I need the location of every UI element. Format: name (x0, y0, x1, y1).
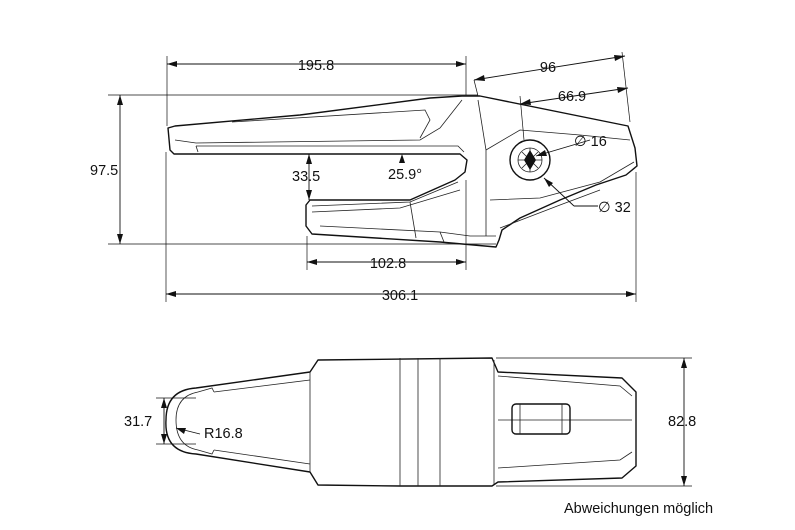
top-view (165, 357, 637, 487)
dim-nose-width-label: 31.7 (124, 414, 152, 430)
dim-top-length: 195.8 (166, 56, 467, 126)
deviation-note: Abweichungen möglich (564, 501, 713, 517)
dim-opening-angle: 25.9° (388, 154, 422, 183)
adapter-edge-4 (499, 189, 601, 229)
top-view-outline (165, 357, 637, 487)
dim-angled-inner: 66.9 (519, 87, 629, 141)
nose-slot-top (197, 387, 215, 393)
dim-nose-width: 31.7 (124, 397, 196, 445)
dim-overall-length: 306.1 (165, 152, 637, 304)
adapter-edge-1 (477, 99, 487, 236)
dim-nose-radius-label: R16.8 (204, 426, 243, 442)
dim-overall-height: 97.5 (90, 94, 496, 245)
dim-overall-length-label: 306.1 (382, 288, 418, 304)
dim-pin-small: ∅ 16 (535, 134, 607, 157)
lower-jaw-side (409, 201, 445, 243)
adapter-taper-bottom (497, 451, 633, 469)
lower-jaw-bottom (319, 225, 496, 237)
dim-overall-width-label: 82.8 (668, 414, 696, 430)
adapter-edge-3 (489, 161, 635, 201)
dim-opening-height-label: 33.5 (292, 169, 320, 185)
pin-hole-outer (509, 139, 551, 181)
dim-pin-large: ∅ 32 (543, 177, 631, 216)
pin-hole-arrow (524, 150, 536, 170)
dim-opening-length-label: 102.8 (370, 256, 406, 272)
nose-slot-bottom (197, 449, 215, 455)
upper-arm-contour (174, 99, 463, 144)
dim-angled-inner-label: 66.9 (558, 89, 586, 105)
dim-pin-large-label: ∅ 32 (598, 200, 631, 216)
arm-line-bottom (213, 449, 311, 465)
lower-jaw-contour (311, 181, 461, 213)
adapter-taper-top (497, 375, 633, 397)
upper-arm-slot (195, 145, 465, 153)
adapter-edge-2 (485, 129, 631, 151)
dim-overall-height-label: 97.5 (90, 163, 118, 179)
dim-opening-height: 33.5 (292, 154, 320, 200)
dim-opening-length: 102.8 (306, 180, 467, 272)
pin-slot (511, 403, 571, 435)
upper-arm-bevel (231, 109, 431, 139)
dim-angled-length: 96 (473, 51, 631, 123)
nose-inner (175, 391, 199, 451)
dim-opening-angle-label: 25.9° (388, 167, 422, 183)
dim-nose-radius: R16.8 (175, 426, 243, 442)
side-view (167, 95, 638, 248)
dim-angled-length-label: 96 (540, 60, 556, 76)
dim-pin-small-label: ∅ 16 (574, 134, 607, 150)
arm-line-top (213, 379, 311, 393)
side-view-outline (167, 95, 638, 248)
dim-overall-width: 82.8 (496, 357, 696, 487)
dim-top-length-label: 195.8 (298, 58, 334, 74)
